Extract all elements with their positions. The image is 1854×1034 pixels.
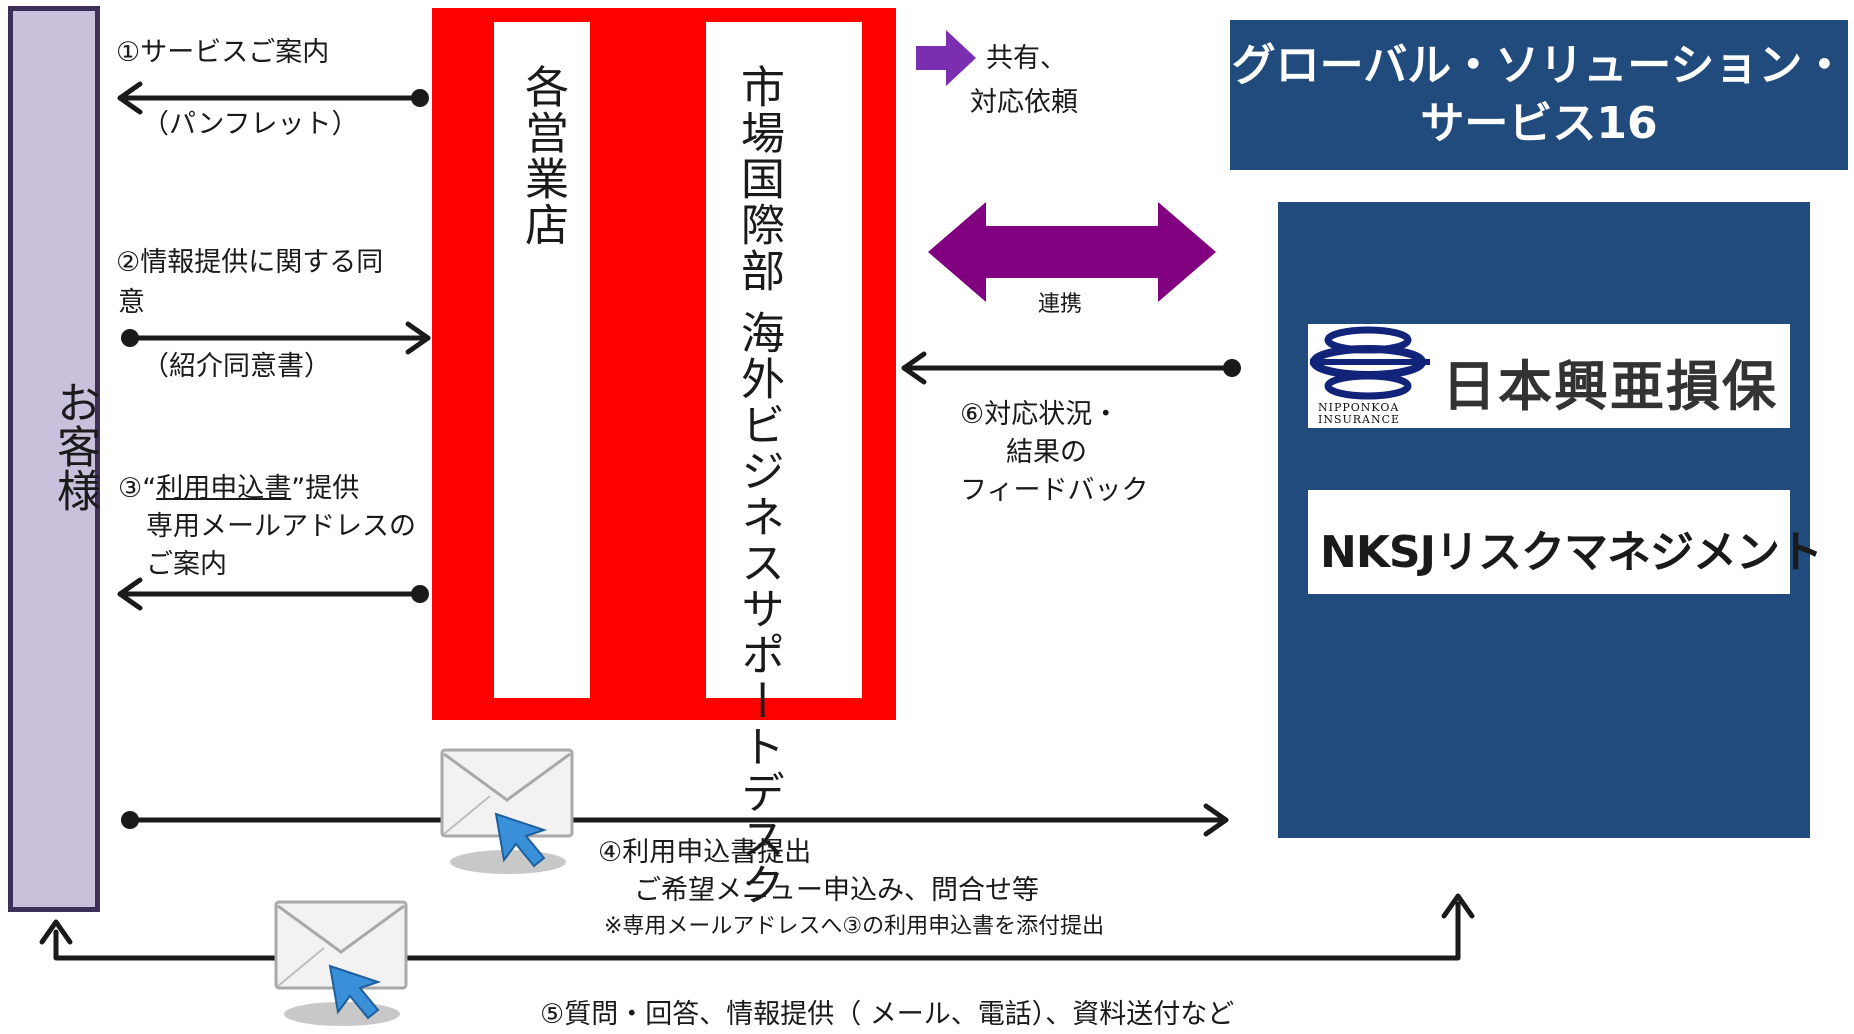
nksj-card: [1308, 490, 1790, 594]
step3-line2: 専用メールアドレスの: [146, 511, 416, 542]
support-desk-label: 市場国際部 海外ビジネスサポートデスク: [733, 64, 784, 908]
dot-step3: [411, 585, 429, 603]
arrowhead-step6: [901, 351, 927, 385]
gss-title-box: グローバル・ソリューション・ サービス16: [1230, 20, 1848, 170]
branch-label: 各営業店: [517, 64, 568, 248]
step1-sub: （パンフレット）: [142, 109, 359, 140]
support-desk-panel: [706, 22, 862, 698]
step4-note: ※専用メールアドレスへ③の利用申込書を添付提出: [604, 914, 1105, 939]
step4-title: ④利用申込書提出: [598, 837, 812, 868]
nipponkoa-logo-icon: [1310, 326, 1430, 400]
envelope-step5-icon: [274, 900, 408, 1026]
step3-suffix: ”提供: [291, 473, 360, 504]
step1-title: ①サービスご案内: [116, 37, 330, 68]
nipponkoa-sub-line2: INSURANCE: [1318, 413, 1401, 426]
envelope-step4-icon: [440, 748, 574, 874]
arrowhead-step3: [117, 577, 143, 611]
nipponkoa-name: 日本興亜損保: [1442, 355, 1778, 418]
nipponkoa-subtitle: NIPPONKOA INSURANCE: [1318, 402, 1400, 426]
arrowhead-step4: [1203, 803, 1229, 837]
dot-step6: [1223, 359, 1241, 377]
step5-title: ⑤質問・回答、情報提供（ メール、電話）、資料送付など: [540, 999, 1235, 1030]
step3-title: ③“利用申込書”提供: [118, 470, 359, 508]
customer-label: お客様: [49, 380, 100, 512]
step3-line3: ご案内: [146, 549, 227, 580]
dot-step2: [121, 329, 139, 347]
step6-line3: フィードバック: [960, 475, 1149, 506]
step2-sub: （紹介同意書）: [142, 351, 331, 382]
arrowhead-step1: [117, 81, 143, 115]
dot-step4: [121, 811, 139, 829]
gss-title-line1: グローバル・ソリューション・: [1231, 40, 1847, 91]
step3-prefix: ③“: [118, 473, 157, 504]
branch-panel: [494, 22, 590, 698]
nipponkoa-sub-line1: NIPPONKOA: [1318, 401, 1400, 414]
step2-title-line1: ②情報提供に関する同: [116, 247, 384, 278]
customer-box: [8, 6, 100, 912]
step6-line1: ⑥対応状況・: [960, 399, 1120, 430]
arrowhead-step5-right: [1441, 893, 1475, 919]
coordination-arrow-icon: [928, 202, 1216, 302]
step3-form-name: 利用申込書: [156, 473, 292, 504]
share-arrow-icon: [916, 30, 976, 86]
step4-line2: ご希望メニュー申込み、問合せ等: [634, 875, 1039, 906]
nksj-name: NKSJリスクマネジメント: [1320, 527, 1823, 578]
arrowhead-step5-left: [39, 919, 73, 945]
step2-title-line2: 意: [118, 287, 145, 318]
step6-line2: 結果の: [1006, 437, 1087, 468]
arrow-step5: [53, 901, 1461, 961]
share-label-line1: 共有、: [986, 43, 1067, 74]
arrowhead-step2: [405, 321, 431, 355]
gss-title-line2: サービス16: [1420, 98, 1658, 149]
share-label-line2: 対応依頼: [970, 87, 1078, 118]
dot-step1: [411, 89, 429, 107]
coordination-label: 連携: [1038, 292, 1083, 317]
